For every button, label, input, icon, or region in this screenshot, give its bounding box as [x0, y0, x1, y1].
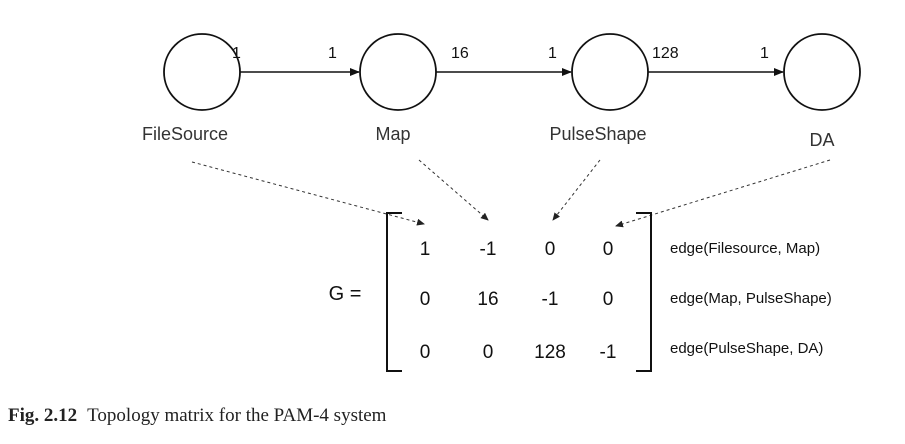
- matrix-cell: 0: [420, 342, 431, 363]
- figure-caption-text: Topology matrix for the PAM-4 system: [87, 405, 387, 426]
- matrix-cell: 0: [420, 289, 431, 310]
- node-da-circle: [783, 33, 861, 111]
- matrix-row-1: 1 -1 0 0: [420, 239, 614, 260]
- matrix-row-3: 0 0 128 -1: [420, 342, 617, 363]
- edge-1-produce-rate: 1: [232, 45, 241, 62]
- node-filesource-circle: [163, 33, 241, 111]
- figure-caption: Fig. 2.12 Topology matrix for the PAM-4 s…: [8, 405, 386, 427]
- topology-diagram: FileSource Map PulseShape DA 1 1 16 1 12…: [142, 33, 861, 372]
- matrix-cell: -1: [542, 289, 559, 310]
- matrix-cell: -1: [600, 342, 617, 363]
- row-2-annotation: edge(Map, PulseShape): [670, 290, 832, 307]
- node-da-label: DA: [809, 130, 834, 150]
- edge-2-produce-rate: 16: [451, 45, 469, 62]
- matrix-cell: 0: [483, 342, 494, 363]
- matrix-left-bracket: [386, 212, 402, 372]
- matrix-cell: 128: [534, 342, 566, 363]
- row-3-annotation: edge(PulseShape, DA): [670, 340, 823, 357]
- matrix-right-bracket: [636, 212, 652, 372]
- row-1-annotation: edge(Filesource, Map): [670, 240, 820, 257]
- node-map-label: Map: [375, 124, 410, 144]
- edge-3-consume-rate: 1: [760, 45, 769, 62]
- figure-caption-label: Fig. 2.12: [8, 405, 78, 426]
- matrix-row-2: 0 16 -1 0: [420, 289, 614, 310]
- node-pulseshape-label: PulseShape: [549, 124, 646, 144]
- matrix-cell: 0: [603, 289, 614, 310]
- pointer-da-column: [615, 159, 831, 228]
- edge-1-consume-rate: 1: [328, 45, 337, 62]
- edge-3-produce-rate: 128: [652, 45, 679, 62]
- matrix-cell: 1: [420, 239, 431, 260]
- matrix-name: G =: [329, 283, 362, 305]
- matrix-cell: 16: [477, 289, 498, 310]
- node-map-circle: [359, 33, 437, 111]
- pointer-map-column: [418, 159, 489, 221]
- matrix-cell: 0: [603, 239, 614, 260]
- pointer-pulseshape-column: [552, 159, 601, 221]
- matrix-cell: 0: [545, 239, 556, 260]
- pointer-filesource-column: [191, 161, 425, 226]
- matrix-cell: -1: [480, 239, 497, 260]
- node-pulseshape-circle: [571, 33, 649, 111]
- node-filesource-label: FileSource: [142, 124, 228, 144]
- edge-2-consume-rate: 1: [548, 45, 557, 62]
